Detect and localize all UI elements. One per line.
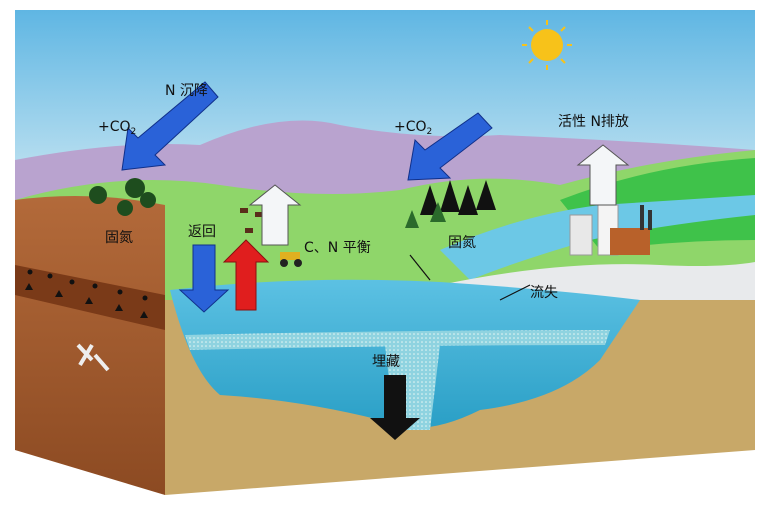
fixation-right-label: 固氮 [448,235,476,251]
reactive-n-emission-label: 活性 N排放 [558,114,629,130]
rock-layer [15,265,165,330]
burial-label: 埋藏 [372,354,400,370]
sun-icon [522,20,572,70]
co2-left-label: +CO2 [98,119,136,137]
rock-particles [25,269,148,318]
trees-left-icon [89,178,156,216]
cn-balance-arrow [248,184,302,246]
co2-uptake-arrow [407,112,493,181]
emission-arrow [576,144,630,206]
forest-icon [405,180,496,228]
co2-right-label: +CO2 [394,119,432,137]
tractor-icon [280,252,302,267]
bones-icon [76,343,110,372]
runoff-arrow-right [499,284,531,301]
return-up-arrow [222,239,270,311]
return-down-arrow [178,244,230,313]
runoff-arrow-left [409,254,431,281]
return-label: 返回 [188,224,216,240]
cn-balance-label: C、N 平衡 [304,240,371,256]
sediment-layer [185,330,610,350]
burial-arrow [370,375,420,440]
n-deposition-label: N 沉降 [165,83,208,99]
n-deposition-arrow [121,81,219,171]
fixation-left-label: 固氮 [105,230,133,246]
loss-label: 流失 [530,285,558,301]
